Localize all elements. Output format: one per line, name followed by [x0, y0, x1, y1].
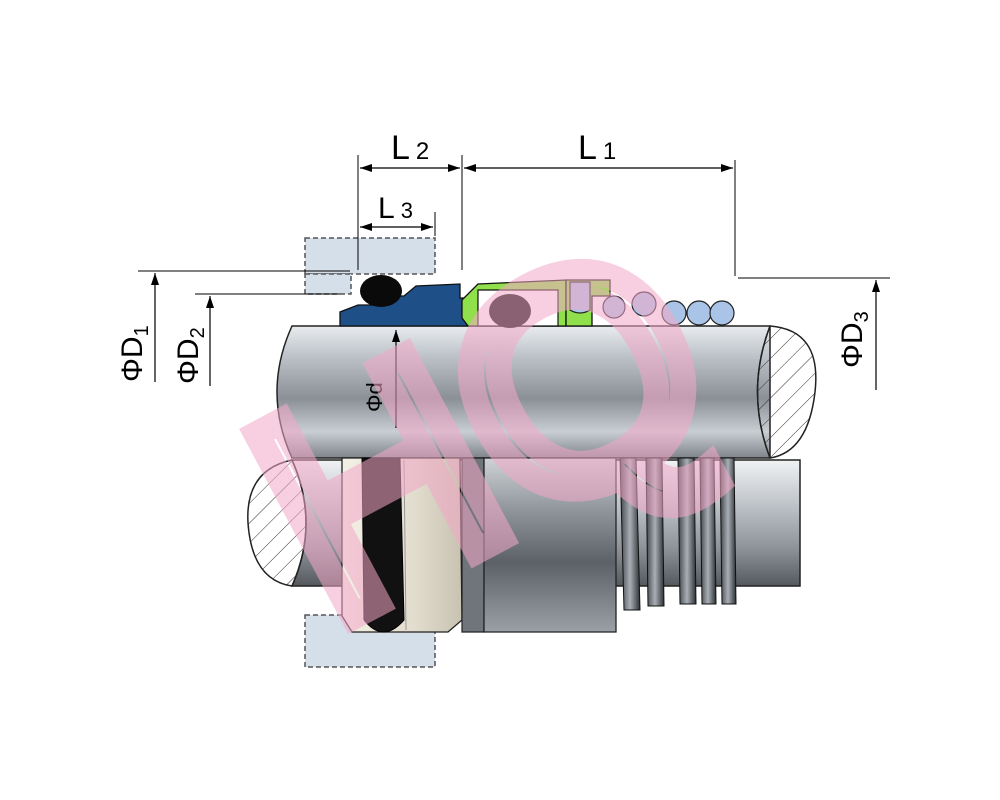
- shaft-section-left: [247, 459, 307, 587]
- label-d3: ΦD3: [836, 311, 873, 368]
- gland-upper: [304, 237, 436, 295]
- retainer-o-ring: [489, 294, 531, 328]
- spring-coils-external: [619, 457, 737, 611]
- label-d1: ΦD1: [116, 325, 153, 382]
- shaft-section-right: [756, 325, 817, 459]
- label-d2: ΦD2: [172, 327, 209, 384]
- spring-end-collar: [565, 279, 611, 327]
- label-d: Φd: [362, 382, 387, 412]
- spring-coils-section: [602, 291, 735, 326]
- seat-o-ring: [360, 275, 402, 307]
- rotating-sleeve: [461, 457, 617, 633]
- dimension-lines: [138, 155, 890, 428]
- svg-text:HQ: HQ: [204, 177, 759, 685]
- seat-o-ring-band: [361, 457, 405, 633]
- watermark-logo: HQ: [191, 164, 772, 698]
